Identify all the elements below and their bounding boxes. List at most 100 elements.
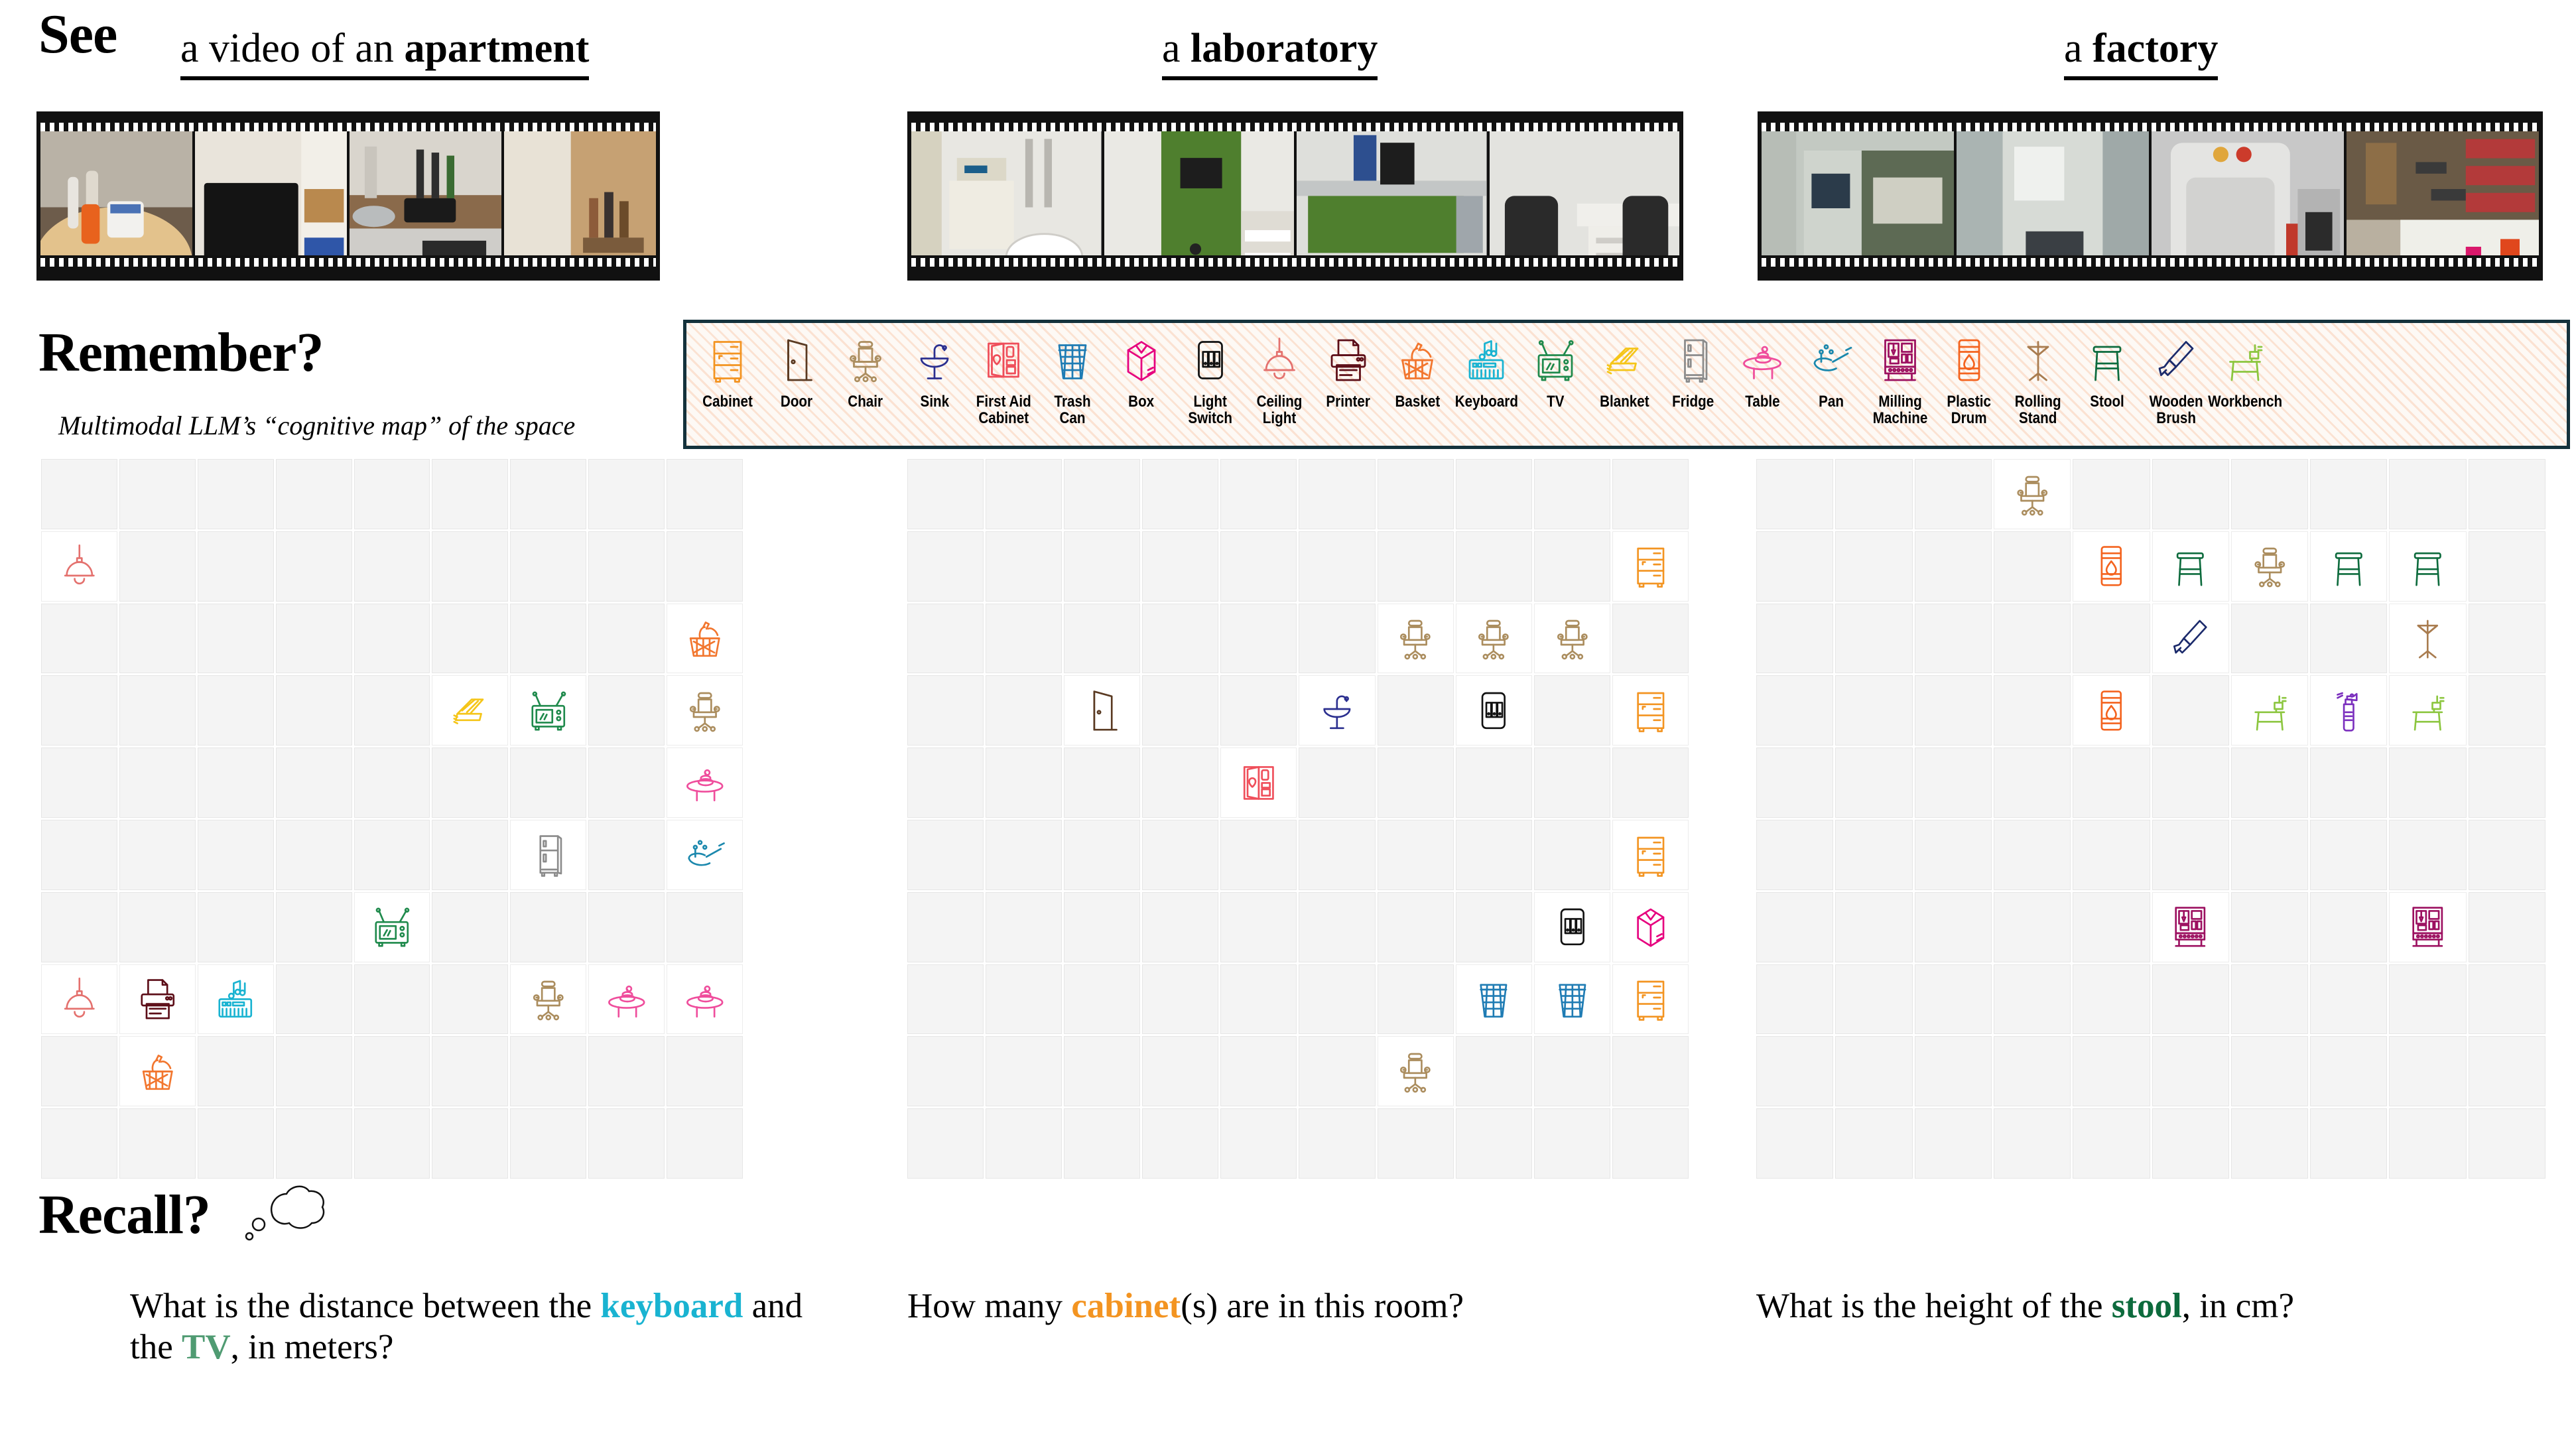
map-cell-empty[interactable] [1455,748,1532,818]
map-cell-empty[interactable] [1220,820,1297,890]
legend-item-light-switch[interactable]: Light Switch [1176,328,1245,426]
map-cell-empty[interactable] [1064,964,1141,1035]
map-cell-empty[interactable] [1993,531,2071,602]
map-cell-empty[interactable] [986,891,1063,962]
map-cell-empty[interactable] [1756,964,1834,1035]
map-cell-empty[interactable] [1612,459,1689,529]
map-cell-empty[interactable] [1377,459,1454,529]
map-cell-empty[interactable] [907,603,984,674]
map-cell-empty[interactable] [1220,964,1297,1035]
map-cell-empty[interactable] [41,820,117,890]
map-cell-chair[interactable] [1455,603,1532,674]
map-cell-empty[interactable] [1756,603,1834,674]
map-cell-empty[interactable] [1142,1108,1219,1179]
map-cell-empty[interactable] [1533,459,1610,529]
map-cell-spray-bottle[interactable] [2310,675,2388,746]
map-cell-table[interactable] [667,964,743,1035]
map-cell-empty[interactable] [1533,1108,1610,1179]
map-cell-empty[interactable] [1064,459,1141,529]
map-cell-empty[interactable] [2230,964,2309,1035]
map-cell-empty[interactable] [1142,964,1219,1035]
map-cell-empty[interactable] [2152,748,2229,818]
map-cell-empty[interactable] [432,603,509,674]
map-cell-box[interactable] [1612,891,1689,962]
map-cell-empty[interactable] [1835,1108,1913,1179]
map-cell-empty[interactable] [2230,748,2309,818]
map-cell-empty[interactable] [1835,531,1913,602]
map-cell-empty[interactable] [1220,531,1297,602]
map-cell-empty[interactable] [907,459,984,529]
map-cell-empty[interactable] [432,531,509,602]
map-cell-empty[interactable] [1914,891,1992,962]
map-cell-empty[interactable] [1756,820,1834,890]
map-cell-empty[interactable] [2152,675,2229,746]
legend-item-cabinet[interactable]: Cabinet [693,328,762,410]
map-cell-empty[interactable] [588,531,665,602]
map-cell-empty[interactable] [1455,1108,1532,1179]
map-cell-empty[interactable] [2152,1036,2229,1107]
map-cell-empty[interactable] [1835,459,1913,529]
map-cell-empty[interactable] [907,748,984,818]
map-cell-empty[interactable] [1377,964,1454,1035]
map-cell-empty[interactable] [1455,531,1532,602]
map-cell-empty[interactable] [1914,531,1992,602]
map-cell-empty[interactable] [1455,891,1532,962]
map-cell-empty[interactable] [2152,820,2229,890]
map-cell-empty[interactable] [197,459,274,529]
map-cell-empty[interactable] [1756,531,1834,602]
map-cell-empty[interactable] [275,531,352,602]
legend-item-blanket[interactable]: Blanket [1590,328,1659,410]
map-cell-empty[interactable] [2468,1108,2545,1179]
map-cell-empty[interactable] [432,1108,509,1179]
map-cell-empty[interactable] [1533,1036,1610,1107]
map-cell-empty[interactable] [41,748,117,818]
map-cell-empty[interactable] [2073,459,2150,529]
map-cell-empty[interactable] [2468,603,2545,674]
map-cell-wooden-brush[interactable] [2152,603,2229,674]
map-cell-empty[interactable] [119,603,196,674]
map-cell-table[interactable] [588,964,665,1035]
map-cell-empty[interactable] [1142,1036,1219,1107]
map-cell-empty[interactable] [275,1036,352,1107]
legend-item-rolling-stand[interactable]: Rolling Stand [2004,328,2073,426]
map-cell-empty[interactable] [1756,1036,1834,1107]
cognitive-map-laboratory[interactable] [907,459,1689,1179]
map-cell-stool[interactable] [2389,531,2467,602]
map-cell-empty[interactable] [986,531,1063,602]
map-cell-empty[interactable] [510,1108,587,1179]
map-cell-empty[interactable] [2073,891,2150,962]
map-cell-empty[interactable] [1142,820,1219,890]
legend-item-first-aid-cabinet[interactable]: First Aid Cabinet [969,328,1038,426]
map-cell-empty[interactable] [986,748,1063,818]
map-cell-chair[interactable] [1377,1036,1454,1107]
legend-item-keyboard[interactable]: Keyboard [1452,328,1521,410]
map-cell-empty[interactable] [2468,531,2545,602]
map-cell-empty[interactable] [2310,891,2388,962]
map-cell-empty[interactable] [907,1108,984,1179]
map-cell-empty[interactable] [2468,891,2545,962]
map-cell-cabinet[interactable] [1612,675,1689,746]
map-cell-empty[interactable] [119,459,196,529]
map-cell-empty[interactable] [1064,891,1141,962]
map-cell-empty[interactable] [119,820,196,890]
map-cell-empty[interactable] [1533,675,1610,746]
map-cell-empty[interactable] [2152,459,2229,529]
legend-item-printer[interactable]: Printer [1314,328,1383,410]
map-cell-empty[interactable] [588,459,665,529]
map-cell-empty[interactable] [2230,1036,2309,1107]
map-cell-empty[interactable] [1299,459,1376,529]
map-cell-table[interactable] [667,748,743,818]
map-cell-empty[interactable] [1612,603,1689,674]
map-cell-empty[interactable] [1455,459,1532,529]
map-cell-empty[interactable] [588,1036,665,1107]
map-cell-empty[interactable] [1756,675,1834,746]
map-cell-basket[interactable] [119,1036,196,1107]
map-cell-empty[interactable] [1377,675,1454,746]
legend-item-wooden-brush[interactable]: Wooden Brush [2142,328,2211,426]
map-cell-empty[interactable] [510,603,587,674]
map-cell-empty[interactable] [1612,748,1689,818]
map-cell-empty[interactable] [986,964,1063,1035]
map-cell-empty[interactable] [510,531,587,602]
map-cell-empty[interactable] [986,820,1063,890]
map-cell-empty[interactable] [197,1036,274,1107]
